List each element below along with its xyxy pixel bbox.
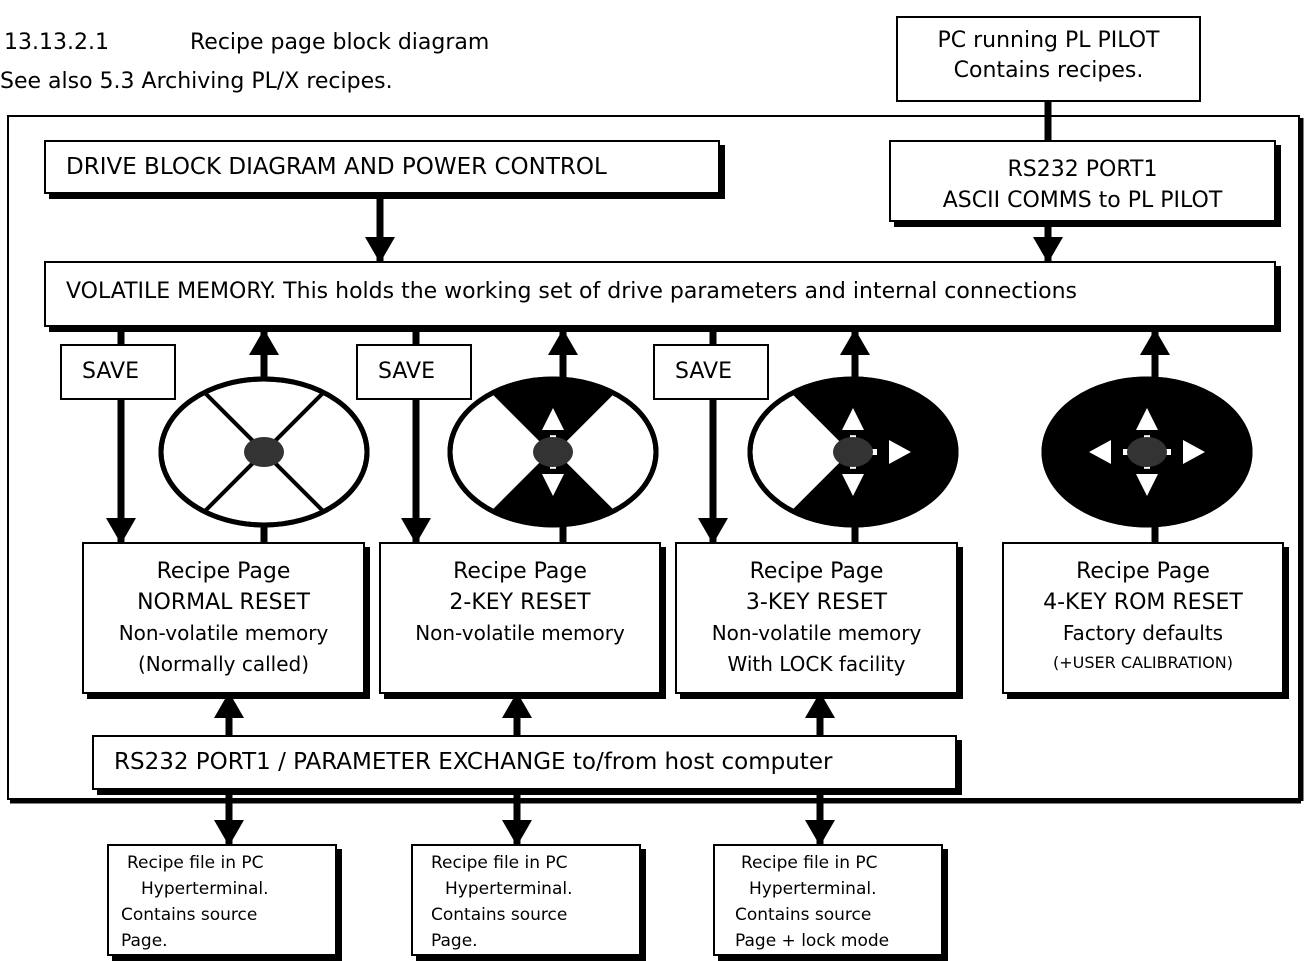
file-2-line-4: Page. <box>431 931 478 951</box>
see-also-note: See also 5.3 Archiving PL/X recipes. <box>0 69 393 94</box>
rs232-pilot-box: RS232 PORT1 ASCII COMMS to PL PILOT <box>889 140 1276 222</box>
pc-pilot-line-1: PC running PL PILOT <box>937 28 1160 53</box>
keypad-hub-1 <box>244 437 284 467</box>
volatile-memory-label: VOLATILE MEMORY. This holds the working … <box>66 279 1077 304</box>
recipe-3-line-3: Non-volatile memory <box>711 621 922 645</box>
section-number: 13.13.2.1 <box>4 30 109 55</box>
recipe-1-line-2: NORMAL RESET <box>137 590 310 615</box>
recipe-2-line-3: Non-volatile memory <box>415 621 625 645</box>
recipe-3-line-4: With LOCK facility <box>727 652 906 676</box>
file-2-line-1: Recipe file in PC <box>431 853 568 873</box>
recipe-4-line-3: Factory defaults <box>1062 621 1224 645</box>
recipe-4-line-1: Recipe Page <box>1076 559 1210 584</box>
file-1-line-2: Hyperterminal. <box>141 879 269 899</box>
keypad-hub-2 <box>533 437 573 467</box>
recipe-4-line-2: 4-KEY ROM RESET <box>1043 590 1243 615</box>
file-1-line-3: Contains source <box>121 905 258 925</box>
file-2-line-3: Contains source <box>431 905 568 925</box>
recipe-file-box-1: Recipe file in PC Hyperterminal. Contain… <box>107 844 337 956</box>
parameter-exchange-label: RS232 PORT1 / PARAMETER EXCHANGE to/from… <box>114 749 833 775</box>
file-3-line-4: Page + lock mode <box>735 931 890 951</box>
recipe-page-3-key-reset: Recipe Page 3-KEY RESET Non-volatile mem… <box>675 542 958 694</box>
pc-pilot-line-2: Contains recipes. <box>953 58 1144 83</box>
drive-block-box: DRIVE BLOCK DIAGRAM AND POWER CONTROL <box>44 140 720 194</box>
recipe-3-line-2: 3-KEY RESET <box>745 590 888 615</box>
file-1-line-1: Recipe file in PC <box>127 853 264 873</box>
save-box-3: SAVE <box>653 344 769 400</box>
recipe-2-line-1: Recipe Page <box>453 559 587 584</box>
keypad-hub-3 <box>833 437 873 467</box>
file-3-line-2: Hyperterminal. <box>749 879 877 899</box>
recipe-1-line-1: Recipe Page <box>156 559 291 584</box>
recipe-3-line-1: Recipe Page <box>749 559 884 584</box>
section-title: Recipe page block diagram <box>190 30 490 55</box>
recipe-file-box-2: Recipe file in PC Hyperterminal. Contain… <box>411 844 641 956</box>
save-label-3: SAVE <box>675 359 732 384</box>
save-box-1: SAVE <box>60 344 176 400</box>
recipe-2-line-2: 2-KEY RESET <box>449 590 591 615</box>
recipe-1-line-3: Non-volatile memory <box>118 621 329 645</box>
recipe-file-box-3: Recipe file in PC Hyperterminal. Contain… <box>713 844 943 956</box>
rs232-pilot-line-1: RS232 PORT1 <box>1007 157 1158 182</box>
drive-block-label: DRIVE BLOCK DIAGRAM AND POWER CONTROL <box>66 154 607 180</box>
recipe-page-2-key-reset: Recipe Page 2-KEY RESET Non-volatile mem… <box>379 542 661 694</box>
file-2-line-2: Hyperterminal. <box>445 879 573 899</box>
save-label-1: SAVE <box>82 359 139 384</box>
recipe-1-line-4: (Normally called) <box>137 652 310 676</box>
recipe-page-normal-reset: Recipe Page NORMAL RESET Non-volatile me… <box>82 542 365 694</box>
file-3-line-3: Contains source <box>735 905 872 925</box>
recipe-page-4-key-rom-reset: Recipe Page 4-KEY ROM RESET Factory defa… <box>1002 542 1284 694</box>
pc-pilot-box: PC running PL PILOT Contains recipes. <box>896 16 1201 102</box>
save-label-2: SAVE <box>378 359 435 384</box>
file-1-line-4: Page. <box>121 931 168 951</box>
recipe-4-line-4: (+USER CALIBRATION) <box>1052 653 1234 672</box>
parameter-exchange-box: RS232 PORT1 / PARAMETER EXCHANGE to/from… <box>92 735 957 790</box>
file-3-line-1: Recipe file in PC <box>741 853 878 873</box>
save-box-2: SAVE <box>356 344 472 400</box>
volatile-memory-box: VOLATILE MEMORY. This holds the working … <box>44 261 1276 327</box>
rs232-pilot-line-2: ASCII COMMS to PL PILOT <box>942 188 1223 213</box>
keypad-hub-4 <box>1127 437 1167 467</box>
